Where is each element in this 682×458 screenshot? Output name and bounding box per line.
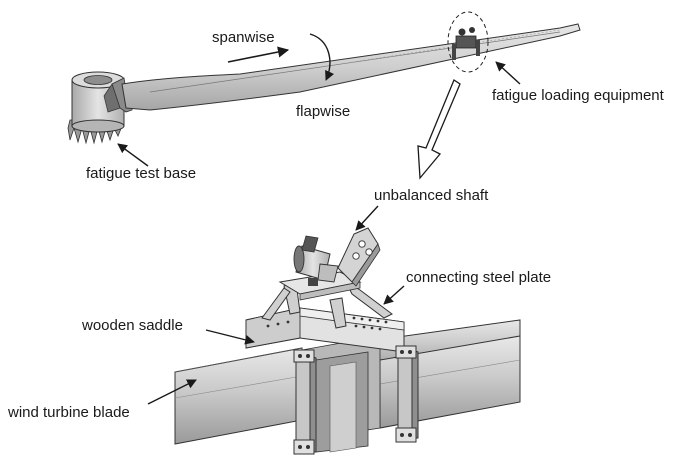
wooden-saddle-leader <box>205 329 255 345</box>
fatigue-loading-equipment-leader <box>495 61 521 85</box>
detail-assembly <box>174 227 521 455</box>
spanwise-arrow <box>227 46 290 63</box>
wind-turbine-blade-label: wind turbine blade <box>8 404 130 421</box>
equipment-highlight-ellipse <box>447 11 489 73</box>
full-blade-assembly <box>67 11 581 145</box>
unbalanced-shaft-leader <box>355 205 379 231</box>
motor-drawing <box>293 235 339 286</box>
fatigue-test-base-label: fatigue test base <box>86 165 197 182</box>
fatigue-loading-equipment-label: fatigue loading equipment <box>492 87 664 104</box>
wooden-saddle-label: wooden saddle <box>82 317 183 334</box>
connecting-steel-plate-label: connecting steel plate <box>406 269 552 286</box>
wind-turbine-blade-leader <box>147 379 197 405</box>
detail-view-arrow <box>417 79 461 180</box>
flapwise-label: flapwise <box>296 103 351 120</box>
spanwise-label: spanwise <box>212 29 275 46</box>
unbalanced-shaft-label: unbalanced shaft <box>374 187 489 204</box>
flapwise-arrow <box>309 33 335 81</box>
connecting-steel-plate-leader <box>383 285 405 305</box>
unbalanced-shaft-drawing <box>337 227 381 287</box>
loading-equipment-small <box>452 27 480 60</box>
fatigue-test-base-leader <box>117 143 149 167</box>
fatigue-test-base-drawing <box>67 71 135 145</box>
